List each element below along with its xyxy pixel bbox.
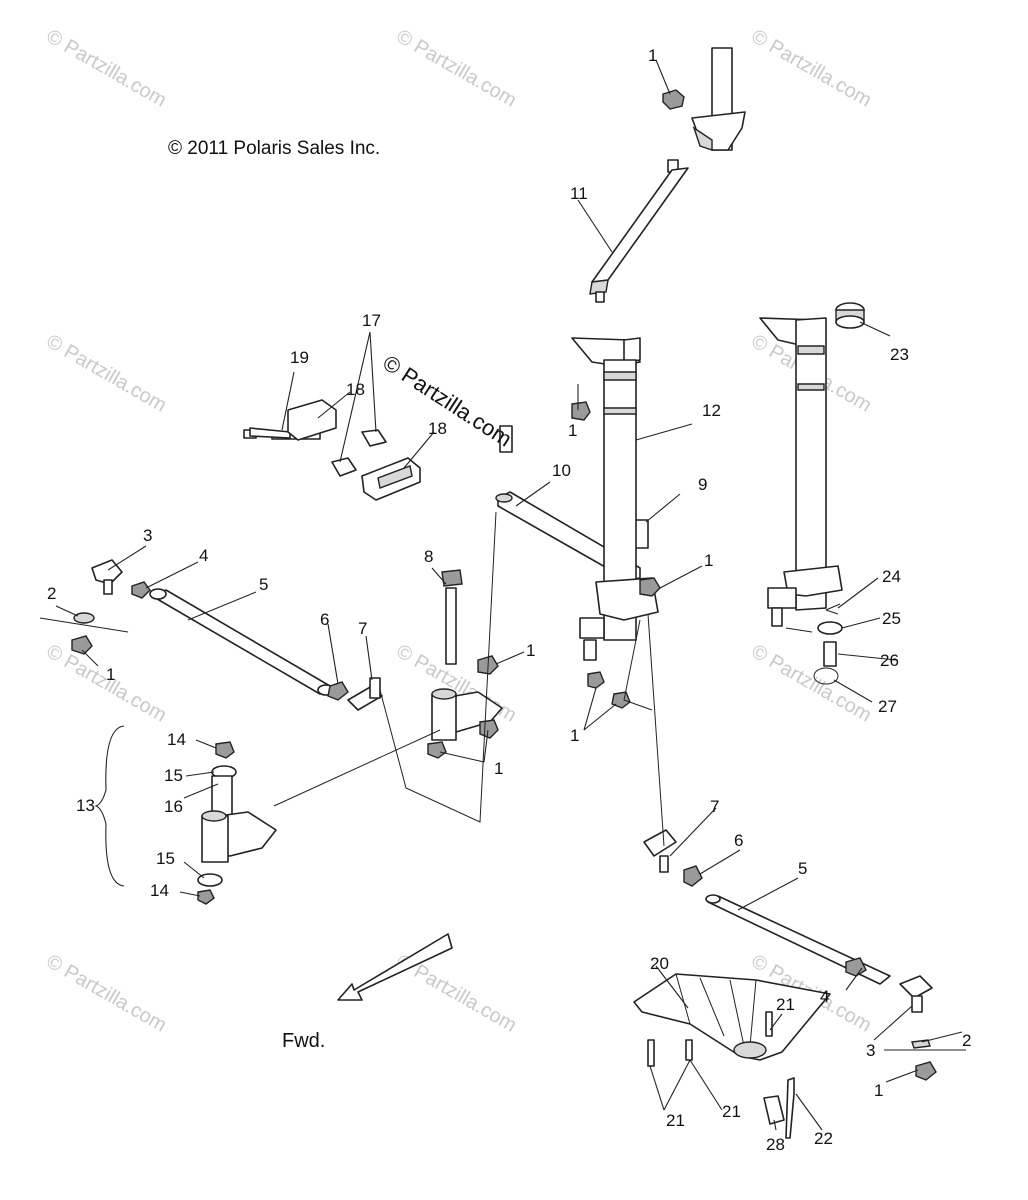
callout-number: 16 <box>164 797 183 816</box>
callout-number: 5 <box>798 859 808 878</box>
callout-number: 21 <box>722 1102 741 1121</box>
watermark: © Partzilla.com <box>43 25 171 111</box>
skid-plate-20 <box>633 973 831 1139</box>
clamp-assembly <box>243 399 421 501</box>
nut-icon <box>662 89 685 110</box>
callout-number: 1 <box>568 421 578 440</box>
copyright-notice: © 2011 Polaris Sales Inc. <box>168 138 381 159</box>
forward-label: Fwd. <box>282 1030 326 1052</box>
callout-number: 24 <box>882 567 901 586</box>
steering-arm-11 <box>589 159 689 303</box>
watermark: © Partzilla.com <box>748 640 876 726</box>
watermark: © Partzilla.com <box>43 950 171 1036</box>
callout-number: 7 <box>358 619 368 638</box>
callout-number: 28 <box>766 1135 785 1154</box>
callout-number: 3 <box>866 1041 876 1060</box>
callout-number: 1 <box>704 551 714 570</box>
callout-number: 11 <box>570 184 588 203</box>
callout-number: 14 <box>150 881 169 900</box>
callout-number: 9 <box>698 475 708 494</box>
callout-number: 1 <box>570 726 580 745</box>
callout-number: 1 <box>648 46 658 65</box>
callout-number: 2 <box>47 584 57 603</box>
callout-number: 15 <box>164 766 183 785</box>
leader-lines <box>55 59 963 1131</box>
callout-number: 8 <box>424 547 434 566</box>
callout-number: 5 <box>259 575 269 594</box>
forward-arrow-icon <box>337 933 453 1001</box>
callout-number: 1 <box>874 1081 884 1100</box>
callout-number: 23 <box>890 345 909 364</box>
callout-number: 1 <box>494 759 504 778</box>
callout-number: 10 <box>552 461 571 480</box>
callout-number: 3 <box>143 526 153 545</box>
callout-number: 6 <box>734 831 744 850</box>
callout-number: 22 <box>814 1129 833 1148</box>
callout-number: 25 <box>882 609 901 628</box>
steering-column-12 <box>571 337 659 661</box>
callout-number: 4 <box>199 546 209 565</box>
callout-number: 19 <box>290 348 309 367</box>
tie-rod-end-left <box>327 677 383 711</box>
replacement-column <box>759 302 865 627</box>
watermark: © Partzilla.com <box>393 25 521 111</box>
callout-number: 20 <box>650 954 669 973</box>
callout-number: 15 <box>156 849 175 868</box>
retainer-parts <box>813 603 843 685</box>
callout-number: 7 <box>710 797 720 816</box>
callout-number: 18 <box>346 380 365 399</box>
callout-number: 13 <box>76 796 95 815</box>
callout-number: 12 <box>702 401 721 420</box>
callout-number: 1 <box>526 641 536 660</box>
callout-number: 17 <box>362 311 381 330</box>
callout-number: 14 <box>167 730 186 749</box>
nut-icon <box>571 401 661 709</box>
watermark: © Partzilla.com <box>43 330 171 416</box>
upper-steering-post <box>691 47 746 151</box>
assembly-lines <box>273 511 813 847</box>
callout-number: 6 <box>320 610 330 629</box>
callout-number: 21 <box>776 995 795 1014</box>
tie-rod-right <box>643 829 966 1081</box>
callout-number: 26 <box>880 651 899 670</box>
callout-number: 18 <box>428 419 447 438</box>
callout-number: 4 <box>820 987 830 1006</box>
callout-number: 27 <box>878 697 897 716</box>
callout-number: 1 <box>106 665 116 684</box>
callout-number: 21 <box>666 1111 685 1130</box>
callout-number: 2 <box>962 1031 972 1050</box>
idler-assembly-13 <box>94 725 277 905</box>
watermark: © Partzilla.com <box>748 25 876 111</box>
